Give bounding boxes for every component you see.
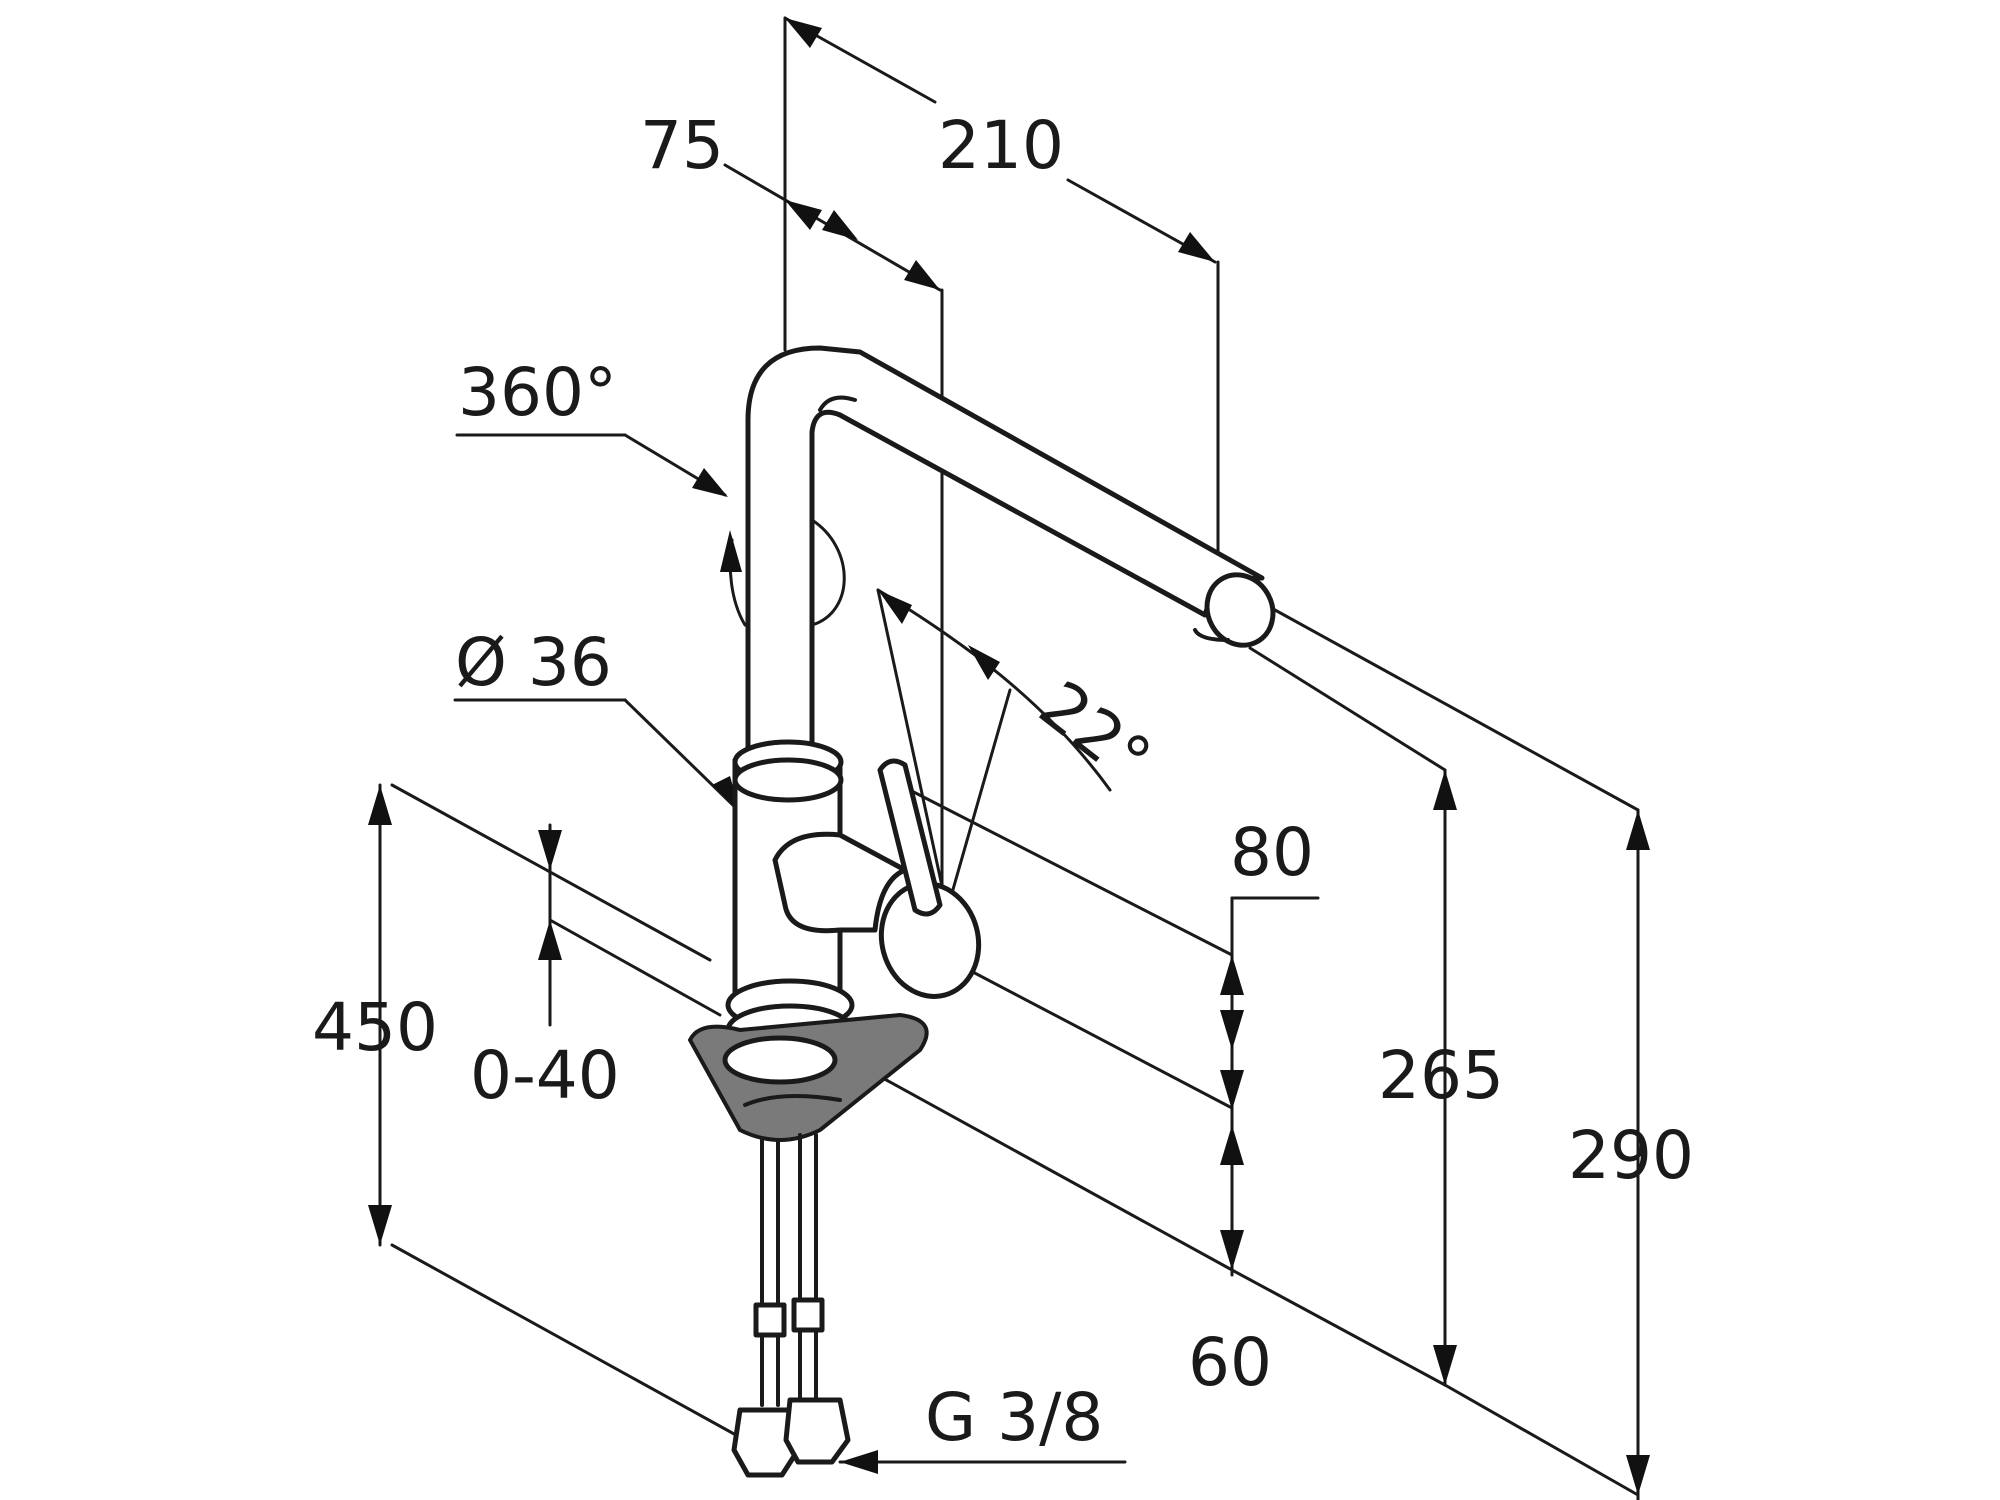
dimension-lines — [378, 16, 1640, 1500]
arrow-80-mid-a — [1220, 1010, 1244, 1050]
arrow-22-a — [878, 590, 912, 624]
rotation-arc-right — [810, 518, 846, 627]
arrow-360-a — [692, 468, 728, 497]
ext-265-bottom — [1230, 1268, 1447, 1387]
arrow-360-c — [720, 530, 742, 572]
spout-inner-bend — [818, 395, 857, 412]
arrow-80-top — [1220, 955, 1244, 995]
handle-housing — [772, 831, 908, 934]
arrow-290-top — [1626, 810, 1650, 850]
bracket-ring — [722, 1035, 838, 1085]
arrow-450-top — [368, 785, 392, 825]
spout-tube — [745, 345, 1265, 763]
arrow-265-bottom — [1433, 1345, 1457, 1385]
label-22: 22° — [1025, 666, 1165, 799]
dimension-labels: 75 210 360° Ø 36 22° 80 450 0-40 265 290… — [312, 107, 1694, 1456]
arrow-265-top — [1433, 770, 1457, 810]
arrow-210-right — [1178, 232, 1215, 262]
ext-0-40 — [548, 918, 722, 1017]
arrow-0-40-top — [538, 830, 562, 870]
aerator — [1193, 628, 1230, 642]
label-290: 290 — [1568, 1117, 1694, 1194]
lever — [877, 758, 943, 917]
arrow-80-mid-b — [1220, 1070, 1244, 1110]
ext-base-line — [848, 1058, 1234, 1272]
ext-290-top — [1273, 608, 1640, 812]
ext-265-top — [1248, 646, 1447, 772]
faucet — [687, 345, 1276, 1478]
ext-450-bottom — [390, 1243, 747, 1442]
hose-crimp-right — [791, 1297, 825, 1333]
arrow-0-40-bottom — [538, 920, 562, 960]
label-360: 360° — [458, 354, 617, 431]
arrow-60-top — [1220, 1125, 1244, 1165]
arrow-22-b — [968, 645, 1000, 680]
arrow-210-left — [785, 18, 822, 48]
spout-end — [1204, 572, 1276, 648]
ext-290-bottom — [1443, 1383, 1640, 1497]
label-thread: G 3/8 — [925, 1379, 1103, 1456]
ext-80-bottom — [948, 958, 1234, 1110]
arrow-thread — [840, 1450, 878, 1474]
ext-80-top — [898, 783, 1234, 957]
angle-line-22-a — [876, 588, 947, 902]
label-80: 80 — [1230, 814, 1314, 891]
hose-nut-right — [783, 1397, 851, 1465]
angle-line-22-b — [948, 688, 1012, 902]
arrow-290-bottom — [1626, 1455, 1650, 1495]
arrow-75-right — [904, 260, 940, 290]
angle-arc-22 — [876, 588, 1112, 792]
label-265: 265 — [1378, 1037, 1504, 1114]
arrowheads — [368, 18, 1650, 1495]
label-210: 210 — [938, 107, 1064, 184]
label-dia36: Ø 36 — [455, 624, 612, 701]
bracket-inner — [743, 1094, 842, 1107]
arrow-60-bottom — [1220, 1230, 1244, 1270]
arrow-450-bottom — [368, 1205, 392, 1245]
label-450: 450 — [312, 989, 438, 1066]
label-60: 60 — [1188, 1324, 1272, 1401]
hose-crimp-left — [753, 1302, 787, 1338]
label-0-40: 0-40 — [470, 1037, 620, 1114]
arrow-75-left-b — [822, 210, 858, 240]
body-collar — [732, 757, 844, 803]
label-75: 75 — [640, 107, 724, 184]
arrow-75-left-a — [785, 200, 822, 230]
